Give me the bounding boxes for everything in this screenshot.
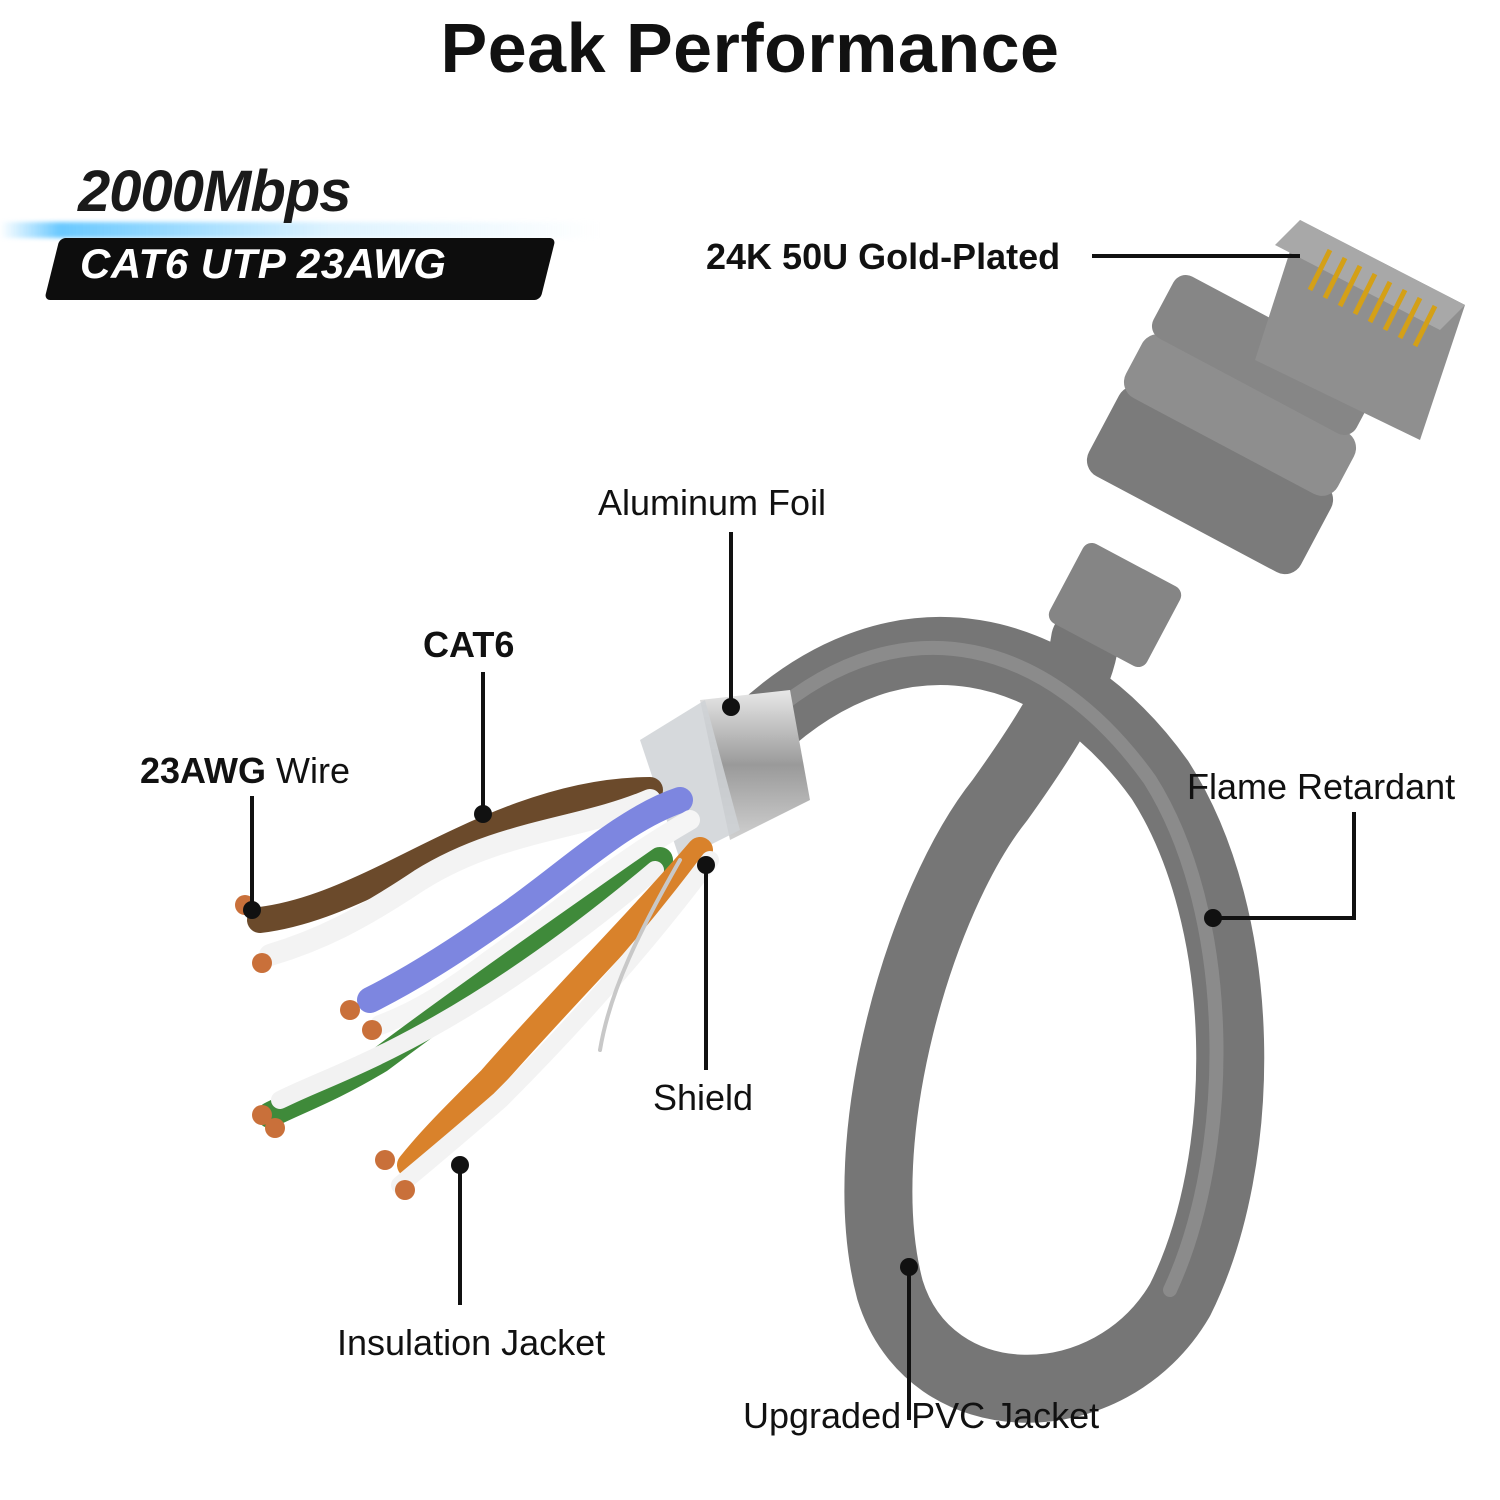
spec-badge-text: CAT6 UTP 23AWG <box>80 240 447 287</box>
awg-wire-label-rest: Wire <box>266 750 351 791</box>
gold-plated-label: 24K 50U Gold-Plated <box>706 236 1061 277</box>
leader-dots <box>243 698 1222 1276</box>
orange-white-pair <box>391 851 719 1194</box>
orange-pair <box>397 837 713 1178</box>
drain-wire <box>598 858 682 1052</box>
shield-label: Shield <box>653 1077 754 1118</box>
cat6-label: CAT6 <box>423 624 515 665</box>
awg-wire-label-bold: 23AWG <box>140 750 267 791</box>
speed-label: 2000Mbps <box>78 159 351 224</box>
pvc-cable-highlight <box>763 640 1224 1297</box>
inner-shield <box>640 700 740 860</box>
brown-white-pair <box>259 789 661 966</box>
insulation-jacket-label: Insulation Jacket <box>337 1322 606 1363</box>
rj45-connector <box>1048 220 1465 668</box>
brown-pair <box>247 777 663 933</box>
twisted-pairs <box>247 777 719 1194</box>
leader-lines <box>250 254 1356 1420</box>
blue-white-pair <box>370 810 700 1035</box>
awg-wire-label: 23AWG Wire <box>140 750 350 792</box>
speed-glow-streak <box>0 222 600 238</box>
gold-contacts <box>1307 248 1438 348</box>
page-title: Peak Performance <box>440 9 1060 87</box>
aluminum-foil-label: Aluminum Foil <box>598 482 827 523</box>
pvc-jacket-label: Upgraded PVC Jacket <box>743 1395 1100 1436</box>
flame-retardant-label: Flame Retardant <box>1187 766 1456 807</box>
green-white-pair <box>271 861 664 1109</box>
pvc-cable-loop <box>726 606 1265 1423</box>
blue-pair <box>357 787 693 1013</box>
leader-flame <box>1213 812 1356 920</box>
